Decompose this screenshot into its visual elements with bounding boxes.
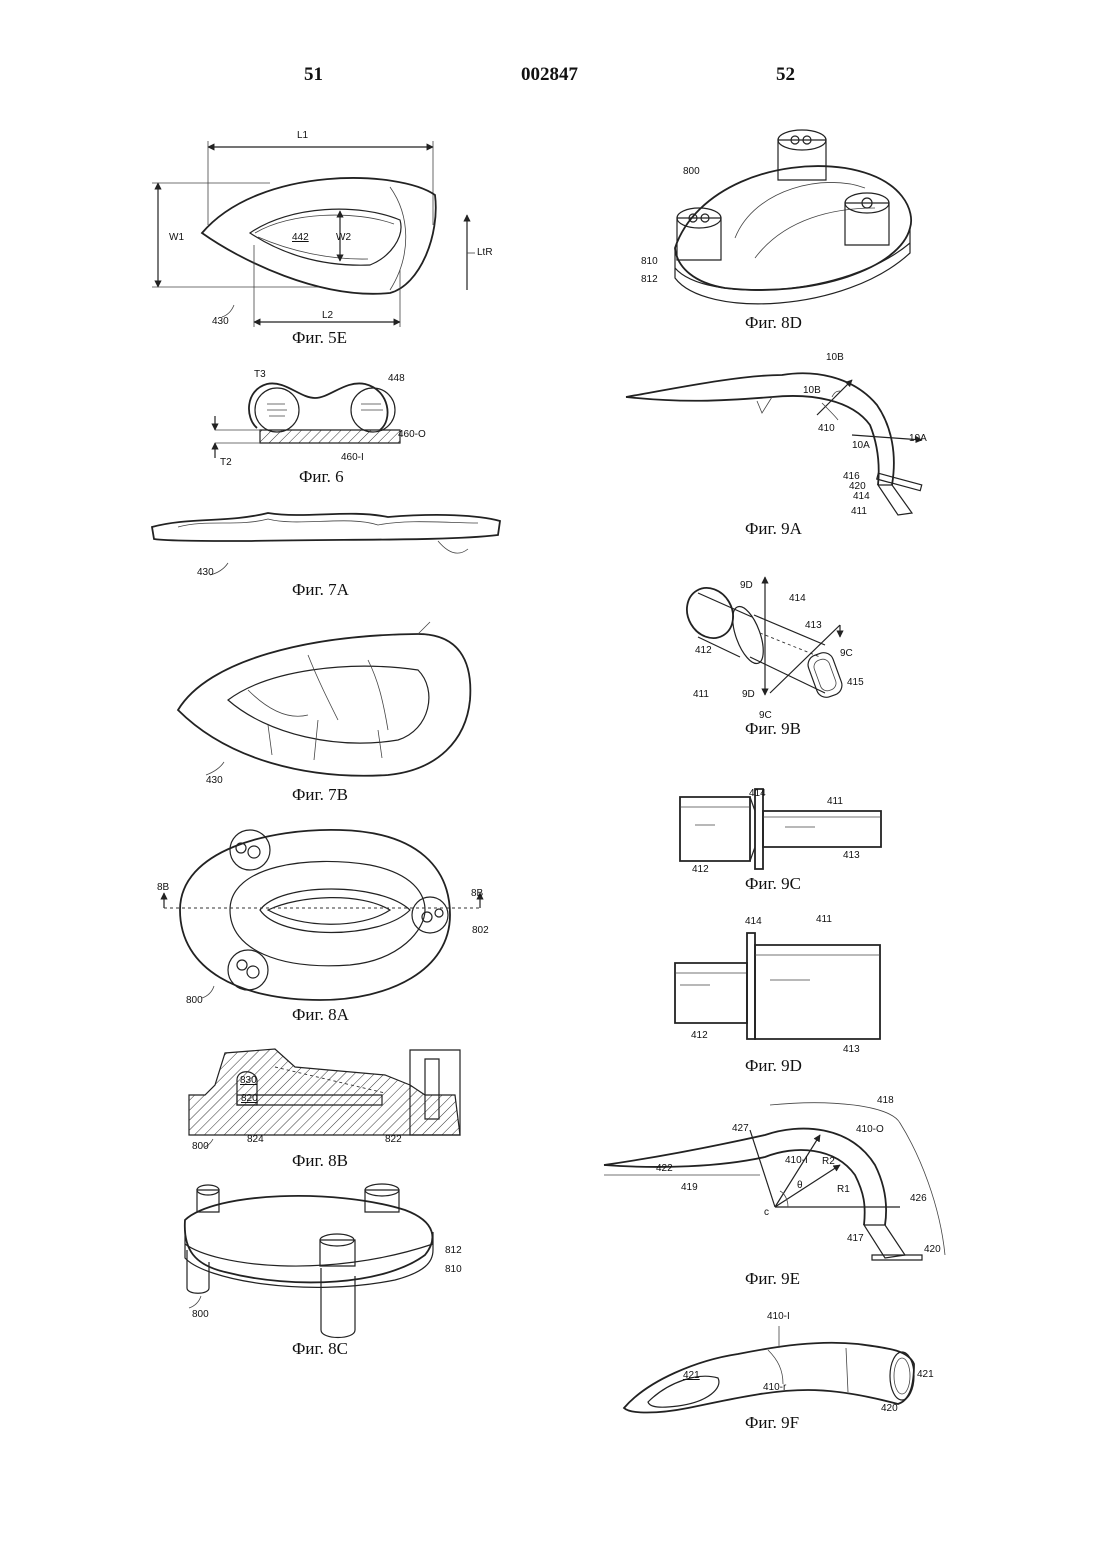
label-10b-top: 10B [826,352,844,363]
figure-8b-drawing [185,1045,475,1155]
label-410-r: 410-r [763,1382,786,1393]
figure-8a-drawing [150,820,500,1010]
caption-fig-9e: Фиг. 9E [745,1269,800,1289]
label-412-9c: 412 [692,864,709,875]
caption-fig-8c: Фиг. 8C [292,1339,348,1359]
figure-5e-drawing [150,125,510,335]
label-420-9e: 420 [924,1244,941,1255]
label-812-8d: 812 [641,274,658,285]
label-t3: T3 [254,369,266,380]
label-415: 415 [847,677,864,688]
caption-fig-5e: Фиг. 5E [292,328,347,348]
label-410-9a: 410 [818,423,835,434]
label-414-9c: 414 [749,788,766,799]
label-theta: θ [797,1180,803,1191]
label-414-9a: 414 [853,491,870,502]
label-417: 417 [847,1233,864,1244]
label-8b-right: 8B [471,888,483,899]
page-number-right: 52 [776,64,795,86]
label-9d-top: 9D [740,580,753,591]
label-410-i-9f: 410-I [767,1311,790,1322]
label-820: 820 [241,1093,258,1104]
label-419: 419 [681,1182,698,1193]
label-800-8a: 800 [186,995,203,1006]
label-822: 822 [385,1134,402,1145]
figure-8c-drawing [175,1180,475,1340]
label-460-i: 460-I [341,452,364,463]
label-411-9d: 411 [816,914,832,925]
caption-fig-9a: Фиг. 9A [745,519,802,539]
figure-9e-drawing [600,1095,950,1275]
label-418: 418 [877,1095,894,1106]
label-414-9d: 414 [745,916,762,927]
label-800-8c: 800 [192,1309,209,1320]
label-422: 422 [656,1163,673,1174]
label-430-7b: 430 [206,775,223,786]
label-411-9c: 411 [827,796,843,807]
label-c: c [764,1207,769,1218]
label-9c-right: 9C [840,648,853,659]
caption-fig-8d: Фиг. 8D [745,313,802,333]
label-414-9b: 414 [789,593,806,604]
label-421-left: 421 [683,1370,700,1381]
label-830: 830 [240,1075,257,1086]
label-460-o: 460-O [398,429,426,440]
caption-fig-9b: Фиг. 9B [745,719,801,739]
caption-fig-8b: Фиг. 8B [292,1151,348,1171]
caption-fig-8a: Фиг. 8A [292,1005,349,1025]
label-430-7a: 430 [197,567,214,578]
label-10b-mid: 10B [803,385,821,396]
label-410-i-9e: 410-I [785,1155,808,1166]
label-w2: W2 [336,232,351,243]
caption-fig-6: Фиг. 6 [299,467,344,487]
label-l2: L2 [322,310,333,321]
label-411-9b: 411 [693,689,709,700]
label-w1: W1 [169,232,184,243]
label-800-8d: 800 [683,166,700,177]
label-810-8c: 810 [445,1264,462,1275]
label-442: 442 [292,232,309,243]
document-number: 002847 [521,64,578,86]
label-824: 824 [247,1134,264,1145]
label-800-8b: 800 [192,1141,209,1152]
caption-fig-9c: Фиг. 9C [745,874,801,894]
label-410-o: 410-O [856,1124,884,1135]
label-412-9d: 412 [691,1030,708,1041]
label-r1: R1 [837,1184,850,1195]
figure-9d-drawing [670,925,890,1045]
caption-fig-7b: Фиг. 7B [292,785,348,805]
label-9d-bottom: 9D [742,689,755,700]
caption-fig-7a: Фиг. 7A [292,580,349,600]
label-802: 802 [472,925,489,936]
label-810-8d: 810 [641,256,658,267]
label-8b-left: 8B [157,882,169,893]
label-413-9b: 413 [805,620,822,631]
label-420-9f: 420 [881,1403,898,1414]
caption-fig-9f: Фиг. 9F [745,1413,799,1433]
figure-8d-drawing [665,128,925,323]
label-411-9a: 411 [851,506,867,517]
label-413-9c: 413 [843,850,860,861]
label-448: 448 [388,373,405,384]
figure-7b-drawing [168,620,488,790]
label-r2: R2 [822,1156,835,1167]
label-10a-left: 10A [852,440,870,451]
label-l1: L1 [297,130,308,141]
label-412-9b: 412 [695,645,712,656]
label-t2: T2 [220,457,232,468]
label-427: 427 [732,1123,749,1134]
label-426: 426 [910,1193,927,1204]
caption-fig-9d: Фиг. 9D [745,1056,802,1076]
label-413-9d: 413 [843,1044,860,1055]
label-430: 430 [212,316,229,327]
label-812-8c: 812 [445,1245,462,1256]
label-10a-right: 10A [909,433,927,444]
page-number-left: 51 [304,64,323,86]
figure-9a-drawing [622,345,942,525]
label-ltr: LtR [477,247,493,258]
label-421-right: 421 [917,1369,934,1380]
figure-9c-drawing [675,785,895,875]
